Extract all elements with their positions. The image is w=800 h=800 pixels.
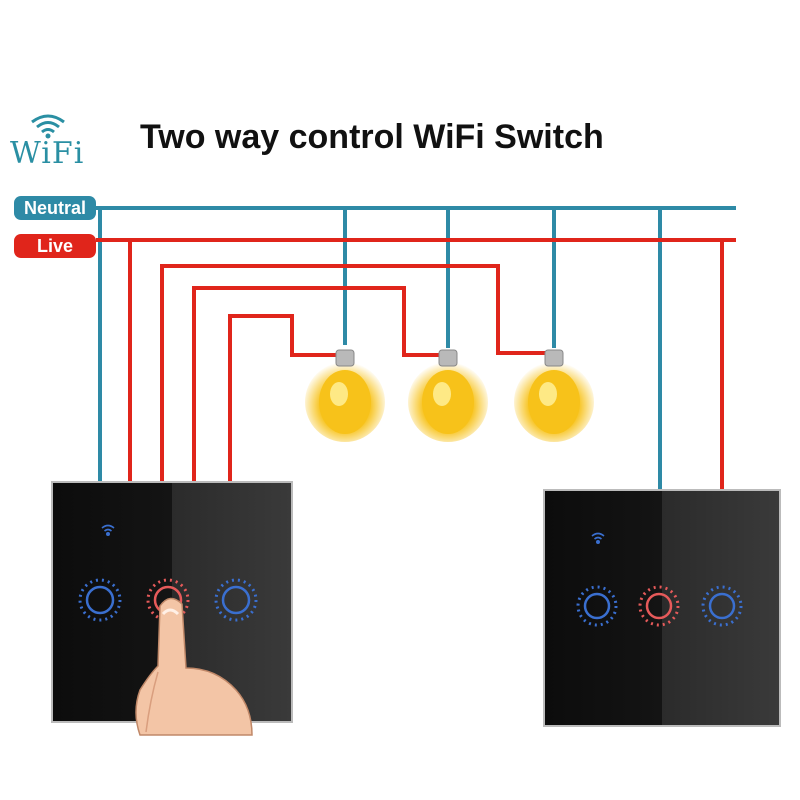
neutral-wires (96, 206, 736, 490)
bulb-3 (514, 349, 594, 442)
load-wire-3 (160, 264, 550, 482)
bulbs (305, 349, 594, 442)
switch-panel-1[interactable] (51, 481, 293, 736)
panel-wifi-icon (591, 532, 605, 545)
live-wires (96, 238, 736, 490)
bulb-1 (305, 349, 385, 442)
load-wire-1 (228, 314, 343, 482)
finger-press-icon (135, 597, 253, 736)
wifi-logo: WiFi (6, 108, 102, 178)
touch-button-1[interactable] (576, 585, 618, 627)
switch-panel-2[interactable] (543, 489, 781, 727)
touch-button-3[interactable] (214, 578, 258, 622)
touch-button-3[interactable] (701, 585, 743, 627)
bulb-2 (408, 349, 488, 442)
panel-wifi-icon (101, 524, 115, 537)
touch-button-2[interactable] (638, 585, 680, 627)
neutral-badge: Neutral (14, 196, 96, 220)
touch-button-1[interactable] (78, 578, 122, 622)
wifi-icon (31, 114, 65, 139)
load-wire-2 (192, 286, 447, 482)
wifi-logo-text: WiFi (10, 136, 85, 171)
page-title: Two way control WiFi Switch (140, 118, 604, 156)
live-badge: Live (14, 234, 96, 258)
